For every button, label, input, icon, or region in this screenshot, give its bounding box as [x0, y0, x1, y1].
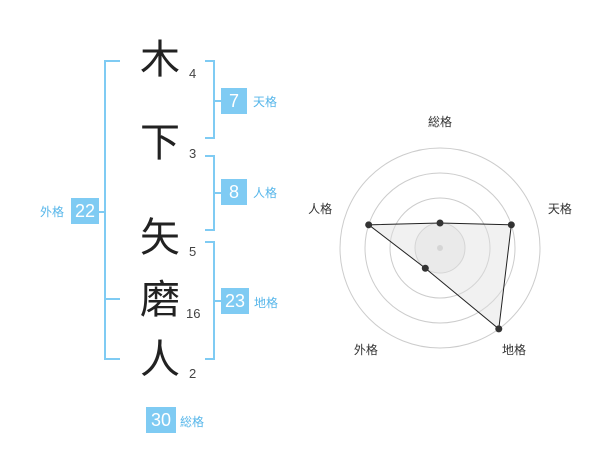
- name-char-4: 磨: [140, 277, 180, 323]
- stroke-count-4: 16: [186, 306, 201, 321]
- stroke-count-2: 3: [189, 146, 197, 161]
- stroke-count-3: 5: [189, 244, 197, 259]
- gaikaku-connector: [98, 211, 104, 213]
- name-char-2: 下: [140, 120, 180, 166]
- gaikaku-bracket-mid: [104, 298, 120, 300]
- chikaku-value-badge: 23: [221, 288, 249, 314]
- gaikaku-value-badge: 22: [71, 198, 99, 224]
- radar-point-1: [436, 219, 444, 227]
- radar-ring-4: [339, 147, 541, 349]
- tenkaku-connector: [215, 100, 221, 102]
- jinkaku-value-badge: 8: [221, 179, 247, 205]
- radar-ring-2: [389, 197, 491, 299]
- radar-shape: [367, 222, 512, 330]
- radar-point-2: [507, 221, 515, 229]
- radar-axis-label-2: 天格: [548, 201, 572, 216]
- chikaku-connector: [215, 300, 221, 302]
- name-char-3: 矢: [140, 215, 180, 261]
- gaikaku-label: 外格: [40, 205, 65, 219]
- tenkaku-bracket: [205, 60, 215, 139]
- radar-point-5: [365, 221, 373, 229]
- tenkaku-label: 天格: [253, 95, 278, 109]
- gaikaku-bracket: [104, 60, 120, 360]
- radar-point-4: [421, 264, 429, 272]
- radar-center: [437, 245, 443, 251]
- name-char-1: 木: [140, 37, 180, 83]
- stroke-count-5: 2: [189, 366, 197, 381]
- stroke-count-1: 4: [189, 66, 197, 81]
- radar-ring-3: [364, 172, 516, 324]
- radar-axis-label-1: 総格: [428, 114, 452, 129]
- jinkaku-label: 人格: [253, 186, 278, 200]
- name-char-5: 人: [140, 337, 180, 383]
- radar-axis-label-3: 地格: [502, 342, 526, 357]
- radar-point-3: [495, 325, 503, 333]
- tenkaku-value-badge: 7: [221, 88, 247, 114]
- chikaku-bracket: [205, 241, 215, 360]
- soukaku-label: 総格: [180, 415, 205, 429]
- jinkaku-connector: [215, 192, 221, 194]
- chikaku-label: 地格: [254, 296, 279, 310]
- radar-axis-label-4: 外格: [354, 342, 378, 357]
- jinkaku-bracket: [205, 155, 215, 231]
- radar-axis-label-5: 人格: [308, 201, 332, 216]
- soukaku-value-badge: 30: [146, 407, 176, 433]
